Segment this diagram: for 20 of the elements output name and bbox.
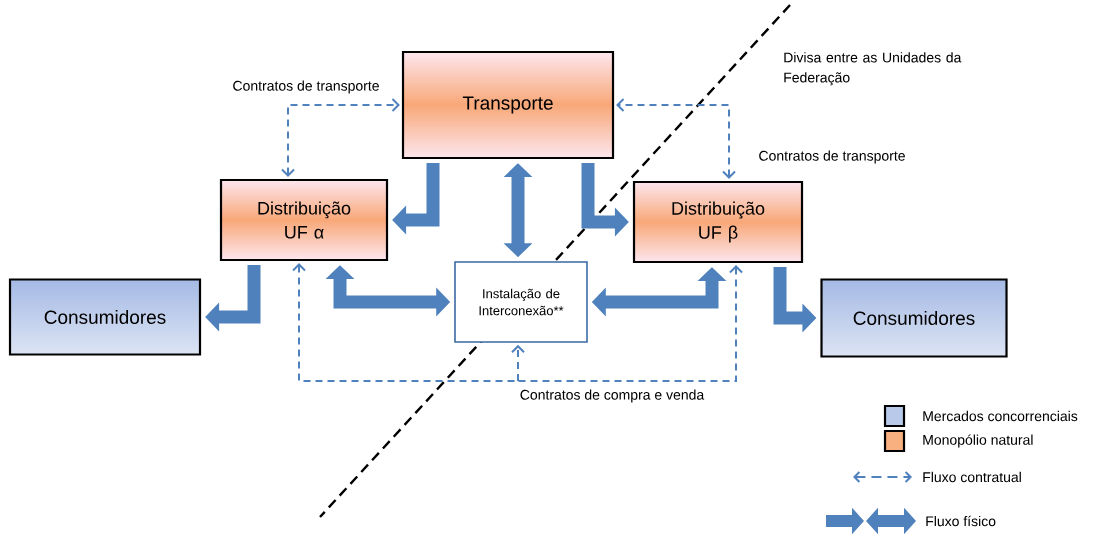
dashed-arrow (616, 98, 736, 179)
edge-label: Contratos de compra e venda (518, 388, 706, 404)
process-box: Consumidores (820, 278, 1008, 358)
edge-label: Contratos de transporte (231, 79, 381, 95)
dashed-arrow (517, 265, 743, 382)
block-arrow (392, 163, 440, 235)
process-box: Instalação de Interconexão** (454, 261, 588, 343)
process-box: Transporte (401, 50, 615, 160)
legend-text: Mercados concorrenciais (923, 410, 1078, 422)
legend-text: Monopólio natural (923, 434, 1033, 448)
legend-text: Fluxo contratual (923, 471, 1021, 483)
legend-text: Fluxo físico (926, 515, 996, 527)
dashed-arrow (281, 98, 400, 177)
block-arrow (205, 265, 261, 332)
dashed-arrow (511, 344, 525, 382)
process-box: Distribuição UF β (632, 180, 804, 264)
edge-label: Contratos de transporte (757, 149, 907, 165)
process-box: Distribuição UF α (219, 178, 389, 262)
note-text: Divisa entre as Unidades da Federação (784, 52, 962, 86)
process-box: Consumidores (8, 278, 202, 356)
